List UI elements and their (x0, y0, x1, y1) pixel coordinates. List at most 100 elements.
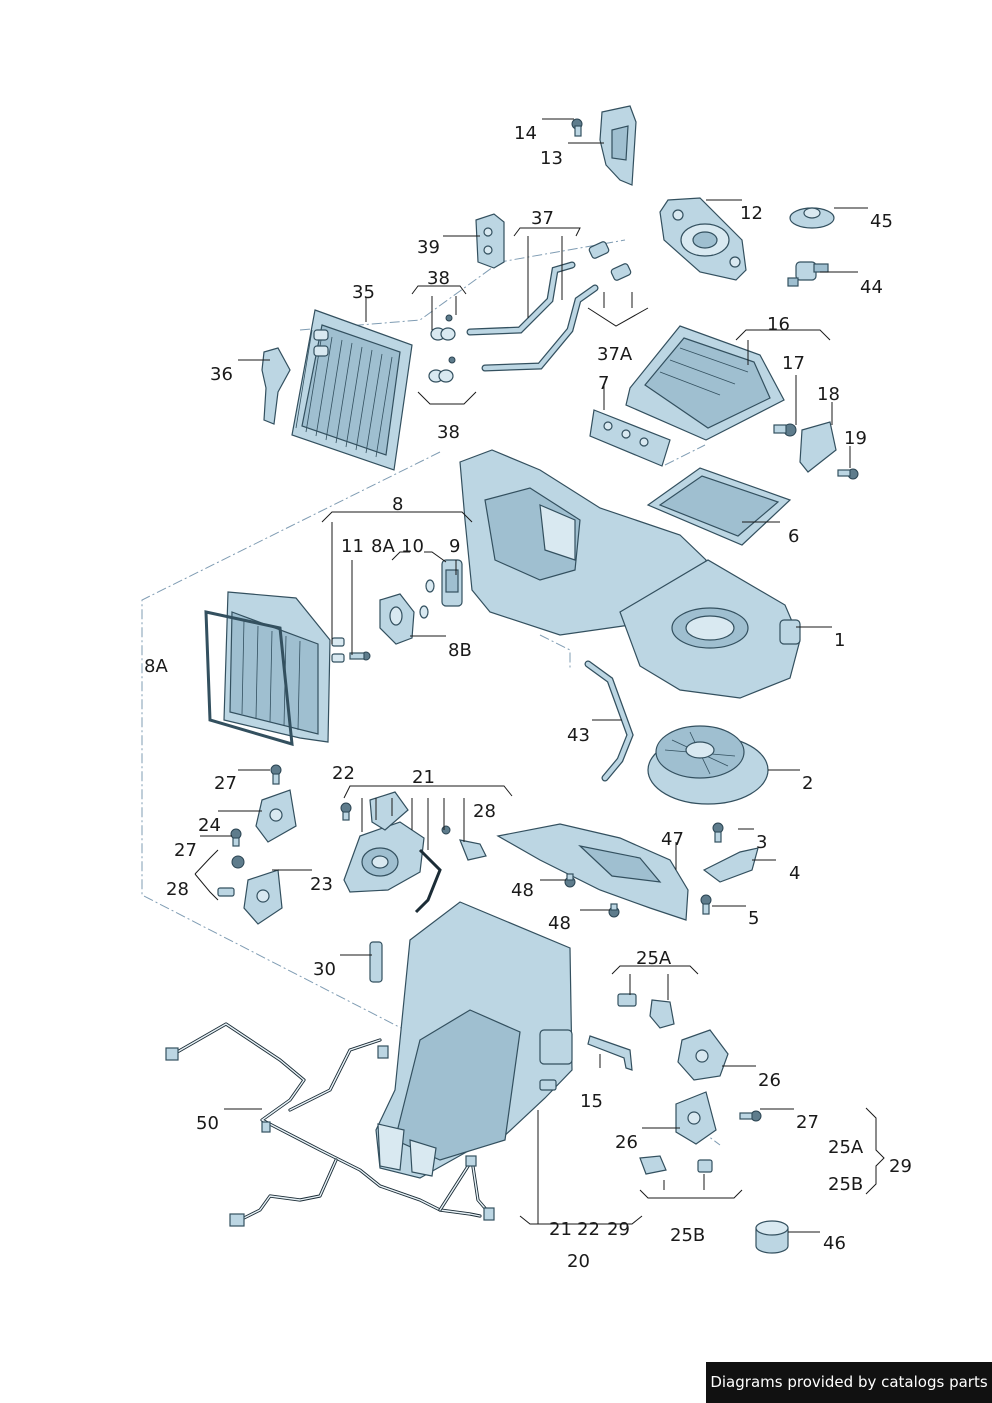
label-27-b: 27 (174, 840, 197, 861)
label-39: 39 (417, 237, 440, 258)
part-number-labels: 14 13 12 45 44 39 37 38 35 36 37A 16 17 … (144, 123, 912, 1272)
label-7: 7 (598, 373, 609, 394)
label-8a-top: 8A (371, 536, 395, 557)
label-17: 17 (782, 353, 805, 374)
label-35: 35 (352, 282, 375, 303)
label-2: 2 (802, 773, 813, 794)
part-5-screw (700, 894, 712, 915)
label-15: 15 (580, 1091, 603, 1112)
part-28-clip (217, 855, 245, 897)
label-14: 14 (514, 123, 537, 144)
part-16-intake-housing (625, 325, 785, 441)
leader-lines (194, 118, 885, 1233)
label-24: 24 (198, 815, 221, 836)
part-36-bracket (261, 347, 291, 425)
label-29-right: 29 (889, 1156, 912, 1177)
label-22-bottom: 22 (577, 1219, 600, 1240)
part-18-actuator (799, 421, 837, 473)
label-21-top: 21 (412, 767, 435, 788)
label-25a-top: 25A (636, 948, 672, 969)
part-39-block (475, 213, 505, 269)
label-46: 46 (823, 1233, 846, 1254)
label-10: 10 (401, 536, 424, 557)
part-11-screw (349, 651, 371, 661)
part-43-drain-hose (584, 660, 634, 782)
part-20-heater-box (375, 901, 573, 1179)
part-27-screw-top (270, 764, 282, 785)
label-4: 4 (789, 863, 800, 884)
part-25b-connectors (639, 1155, 713, 1175)
label-16: 16 (767, 314, 790, 335)
label-8a-left: 8A (144, 656, 168, 677)
label-9: 9 (449, 536, 460, 557)
label-47: 47 (661, 829, 684, 850)
part-14-screw (571, 118, 583, 137)
label-26-bottom: 26 (615, 1132, 638, 1153)
part-35-heater-core (291, 309, 413, 471)
part-23-servo (243, 869, 283, 925)
part-37-pipes (466, 241, 632, 372)
label-29-bottom: 29 (607, 1219, 630, 1240)
label-22-top: 22 (332, 763, 355, 784)
label-30: 30 (313, 959, 336, 980)
assembly-dash-lines (141, 239, 721, 1146)
label-19: 19 (844, 428, 867, 449)
part-4-cover (702, 847, 759, 883)
part-27-screw-mid (230, 828, 242, 847)
part-24-servo (255, 789, 297, 843)
part-6-filter (646, 467, 792, 546)
part-3-screw (712, 822, 724, 843)
label-38-bottom: 38 (437, 422, 460, 443)
part-8a-evaporator (204, 591, 345, 747)
part-45-cap (789, 207, 835, 229)
label-27-c: 27 (796, 1112, 819, 1133)
label-36: 36 (210, 364, 233, 385)
label-8: 8 (392, 494, 403, 515)
part-30-sensor (369, 941, 383, 983)
part-28-connector (441, 825, 487, 861)
label-38-top: 38 (427, 268, 450, 289)
label-45: 45 (870, 211, 893, 232)
part-9-valve (441, 559, 463, 607)
part-44-sensor (787, 261, 829, 287)
part-38-orings (428, 314, 456, 383)
label-37a: 37A (597, 344, 633, 365)
part-15-sensor-bracket (587, 1035, 633, 1071)
part-26-servo-bottom (675, 1091, 717, 1145)
label-18: 18 (817, 384, 840, 405)
label-27-a: 27 (214, 773, 237, 794)
part-8-housing (459, 449, 707, 636)
part-10-oring (419, 579, 435, 619)
label-3: 3 (756, 832, 767, 853)
part-19-screw (837, 468, 859, 480)
label-44: 44 (860, 277, 883, 298)
part-17-screw (773, 423, 797, 437)
label-6: 6 (788, 526, 799, 547)
part-48-screw-a (564, 873, 576, 888)
label-50: 50 (196, 1113, 219, 1134)
part-7-flap (589, 409, 671, 467)
label-48-b: 48 (548, 913, 571, 934)
label-1: 1 (834, 630, 845, 651)
catalog-credit-banner: Diagrams provided by catalogs parts (706, 1362, 992, 1403)
label-25b-right: 25B (828, 1174, 863, 1195)
part-1-blower-housing (619, 559, 801, 699)
label-5: 5 (748, 908, 759, 929)
part-27-screw-right (739, 1110, 762, 1122)
part-50-wiring-harness (165, 1022, 495, 1227)
label-28-mid: 28 (473, 801, 496, 822)
label-11: 11 (341, 536, 364, 557)
label-26-top: 26 (758, 1070, 781, 1091)
label-23: 23 (310, 874, 333, 895)
label-28-left: 28 (166, 879, 189, 900)
label-37: 37 (531, 208, 554, 229)
label-25b-bottom: 25B (670, 1225, 705, 1246)
part-47-cover (496, 823, 689, 921)
part-8b-seal (379, 593, 415, 645)
part-2-blower (647, 725, 769, 805)
label-21-bottom: 21 (549, 1219, 572, 1240)
part-21-motor (343, 791, 442, 914)
part-13-bracket (599, 105, 637, 186)
label-48-a: 48 (511, 880, 534, 901)
